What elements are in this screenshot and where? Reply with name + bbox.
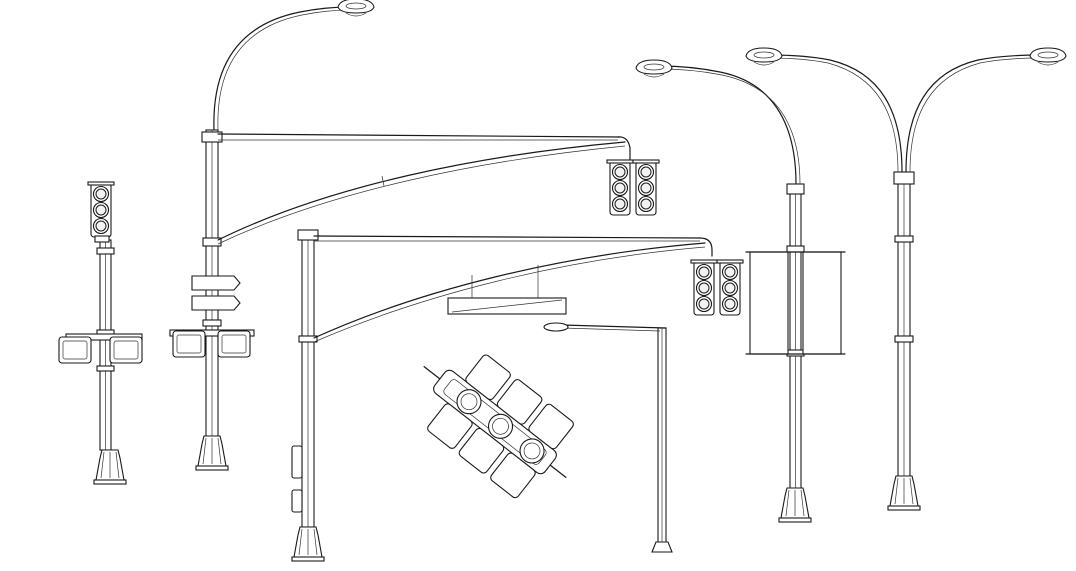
traffic-signal-head-side [716, 259, 744, 316]
pedestal-traffic-signal [58, 181, 143, 485]
signal-heads-cluster-top-view [423, 354, 574, 499]
pedestrian-signal [172, 330, 206, 358]
pole-banner [749, 251, 789, 355]
small-streetlight-pole [543, 322, 673, 553]
streetlight-luminaire [543, 322, 569, 332]
streetlight-luminaire [745, 47, 783, 66]
pole-banner [802, 251, 842, 355]
single-arm-streetlight-with-banners [635, 59, 846, 523]
pedestrian-push-button [291, 445, 303, 479]
double-arm-streetlight [745, 47, 1067, 511]
street-name-sign [191, 275, 241, 291]
traffic-signal-head [690, 259, 718, 316]
traffic-signal-head-side [632, 159, 660, 216]
streetlight-luminaire [337, 0, 375, 17]
street-name-sign [191, 295, 241, 311]
traffic-signal-head [87, 181, 115, 238]
streetlight-luminaire [1029, 47, 1067, 66]
pedestrian-push-button [291, 489, 303, 513]
mast-arm-signal-with-overhead-sign [291, 229, 744, 562]
streetlight-luminaire [635, 59, 673, 78]
pedestrian-signal [109, 336, 143, 364]
pedestrian-signal [58, 336, 92, 364]
mast-arm-signal-with-streetlight [169, 0, 660, 471]
traffic-signal-head [606, 159, 634, 216]
pedestrian-signal [217, 330, 251, 358]
